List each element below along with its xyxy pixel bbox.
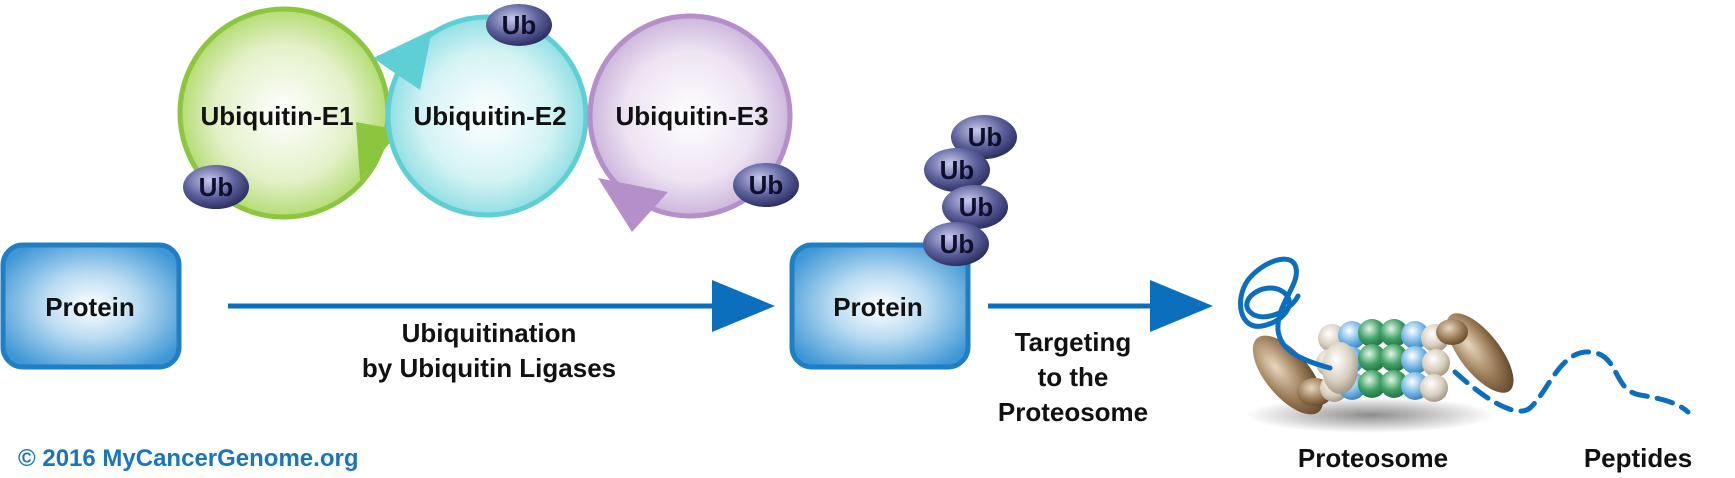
ubiquitination-arrow <box>228 280 775 332</box>
e1-label: Ubiquitin-E1 <box>200 101 353 131</box>
ub-chain-4: Ub <box>951 115 1017 159</box>
e2-label: Ubiquitin-E2 <box>413 101 566 131</box>
targeting-arrow <box>988 280 1213 332</box>
step2-line3: Proteosome <box>998 397 1148 427</box>
svg-text:Ub: Ub <box>959 192 994 222</box>
protein-box-2: Protein <box>789 242 971 370</box>
svg-text:Ub: Ub <box>749 170 784 200</box>
copyright-text: © 2016 MyCancerGenome.org <box>18 445 358 472</box>
e3-label: Ubiquitin-E3 <box>615 101 768 131</box>
protein-label-1: Protein <box>45 292 135 322</box>
protein-label-2: Protein <box>833 292 923 322</box>
step2-line2: to the <box>1038 362 1109 392</box>
proteosome-label: Proteosome <box>1298 443 1448 473</box>
ub-chain-1: Ub <box>923 222 989 266</box>
enzyme-e2: Ubiquitin-E2 <box>373 14 589 218</box>
peptides-label: Peptides <box>1584 443 1692 473</box>
step1-line2: by Ubiquitin Ligases <box>362 353 616 383</box>
svg-text:Ub: Ub <box>502 10 537 40</box>
protein-box-1: Protein <box>0 242 182 370</box>
ub-chain: Ub Ub Ub Ub <box>923 115 1017 266</box>
ub-on-e1: Ub <box>183 165 249 209</box>
svg-text:Ub: Ub <box>940 155 975 185</box>
svg-text:Ub: Ub <box>940 229 975 259</box>
ub-on-e3: Ub <box>733 163 799 207</box>
e3-arrowhead <box>598 178 668 232</box>
svg-text:Ub: Ub <box>199 172 234 202</box>
enzyme-e3: Ubiquitin-E3 <box>587 13 793 232</box>
ub-chain-2: Ub <box>942 185 1008 229</box>
unfolded-protein-thread <box>1238 256 1333 371</box>
step1-line1: Ubiquitination <box>402 318 577 348</box>
svg-text:Ub: Ub <box>968 122 1003 152</box>
e2-arrowhead <box>373 30 432 90</box>
step2-line1: Targeting <box>1015 327 1132 357</box>
ub-chain-3: Ub <box>924 148 990 192</box>
proteosome-graphic <box>1245 313 1514 433</box>
peptides-trail <box>1452 349 1691 415</box>
ub-on-e2: Ub <box>486 4 552 46</box>
